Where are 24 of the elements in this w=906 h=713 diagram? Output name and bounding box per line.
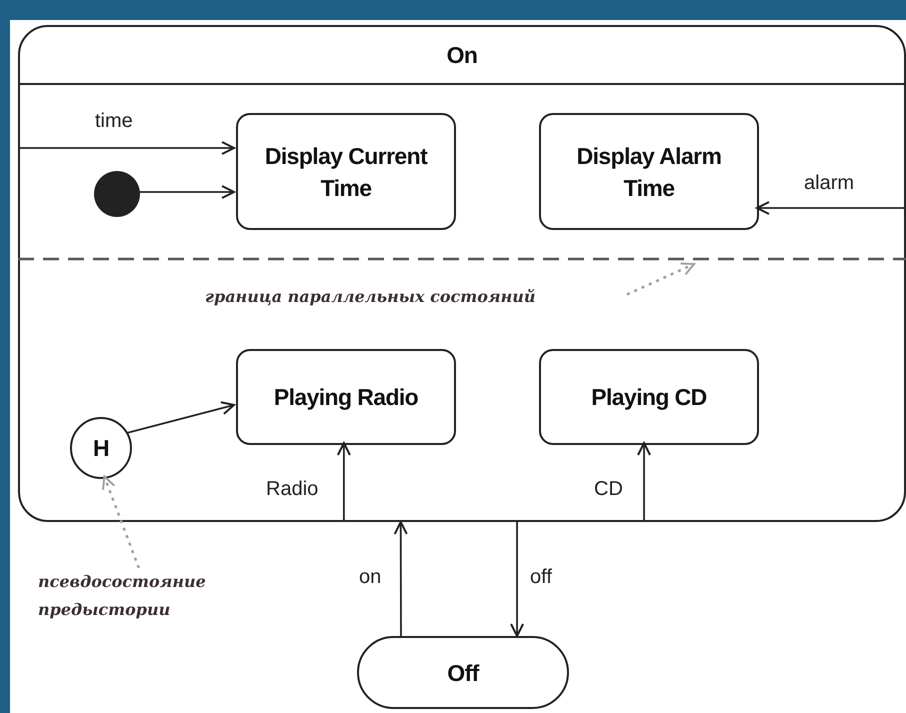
state-box xyxy=(539,349,759,445)
transition-arrow xyxy=(756,201,906,215)
leader-line xyxy=(626,262,695,296)
transition-arrow xyxy=(126,401,235,434)
leader-line xyxy=(102,476,140,568)
state-name: Playing Radio xyxy=(274,383,418,412)
node-label: псевдосостояние предыстории xyxy=(38,572,206,619)
composite-state xyxy=(18,25,906,522)
state-name: Display Current Time xyxy=(264,142,428,202)
node-label: граница параллельных состояний xyxy=(205,287,536,306)
state-name: Display Alarm Time xyxy=(576,142,722,202)
state-name: On xyxy=(446,41,478,70)
transition-arrow xyxy=(18,140,235,155)
transition-arrow xyxy=(336,442,351,522)
state-box xyxy=(236,349,456,445)
state-box xyxy=(539,113,759,230)
state-name: H xyxy=(92,434,109,463)
state-box xyxy=(236,113,456,230)
state-name: Off xyxy=(447,658,479,688)
transition-arrow xyxy=(394,521,408,636)
transition-arrow xyxy=(637,442,652,522)
transition-arrow xyxy=(510,522,524,637)
state-name: Playing CD xyxy=(591,383,707,412)
transition-arrow xyxy=(138,184,235,199)
